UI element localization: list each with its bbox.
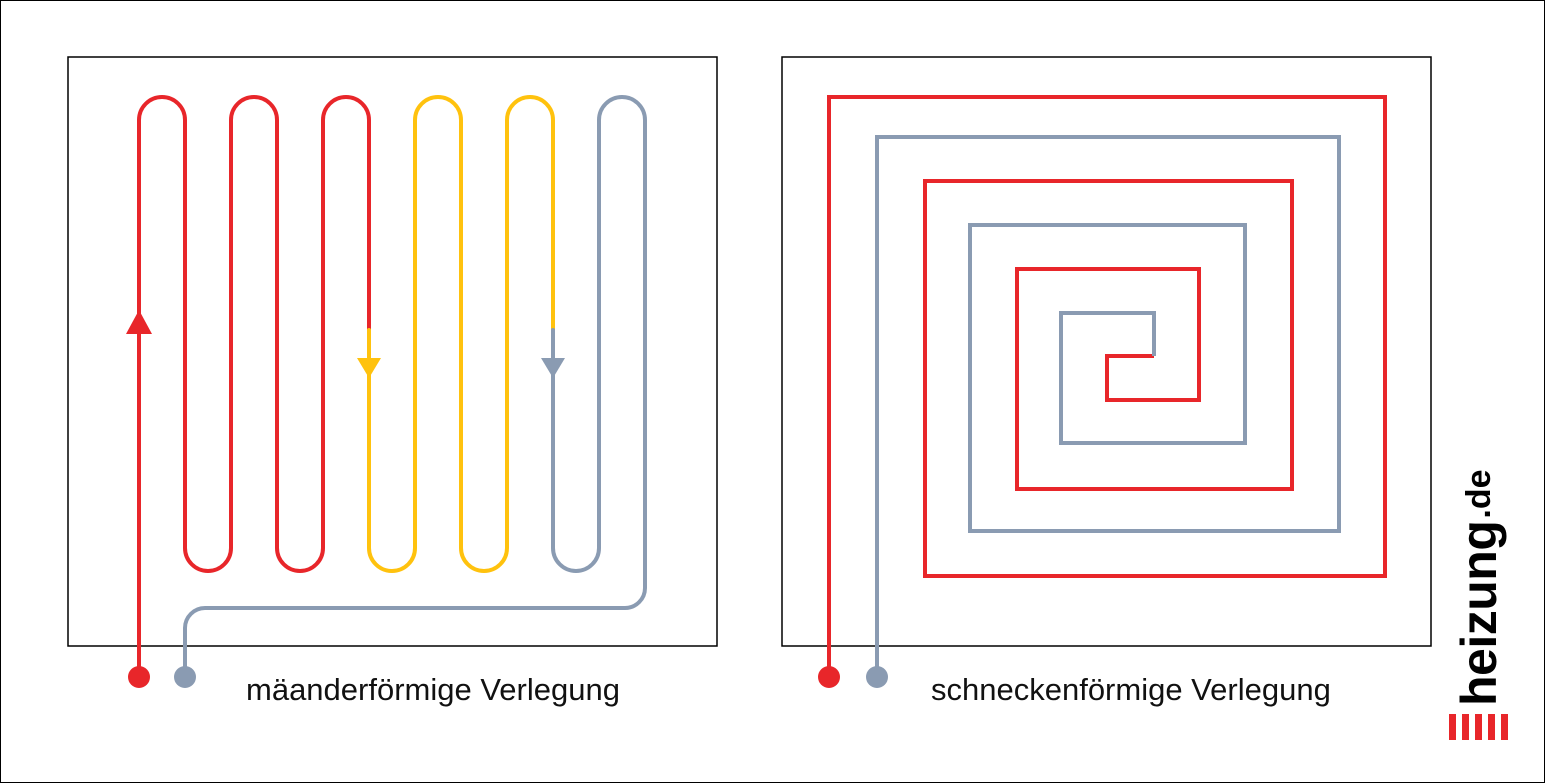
meander-supply-connector <box>128 666 150 688</box>
spiral-caption: schneckenförmige Verlegung <box>931 672 1331 707</box>
meander-room-outline <box>67 56 718 647</box>
flow-arrow-up-icon <box>126 310 152 334</box>
meander-medium-segment <box>367 95 555 573</box>
meander-supply-segment <box>137 95 371 678</box>
flow-arrow-down-icon <box>541 358 565 378</box>
spiral-supply-line <box>827 95 1387 677</box>
meander-caption: mäanderförmige Verlegung <box>246 672 620 707</box>
spiral-room-outline <box>781 56 1432 647</box>
brand-logo: heizung.de <box>1447 400 1511 740</box>
spiral-return-line <box>875 135 1341 677</box>
logo-wordmark: heizung <box>1451 520 1507 706</box>
logo-bars-icon <box>1449 714 1508 740</box>
logo-domain: .de <box>1459 469 1498 519</box>
meander-return-segment <box>183 95 647 678</box>
meander-return-connector <box>174 666 196 688</box>
flow-arrow-down-icon <box>357 358 381 378</box>
meander-pipe <box>137 95 647 678</box>
spiral-return-connector <box>866 666 888 688</box>
spiral-supply-connector <box>818 666 840 688</box>
spiral-pipe <box>827 95 1387 677</box>
